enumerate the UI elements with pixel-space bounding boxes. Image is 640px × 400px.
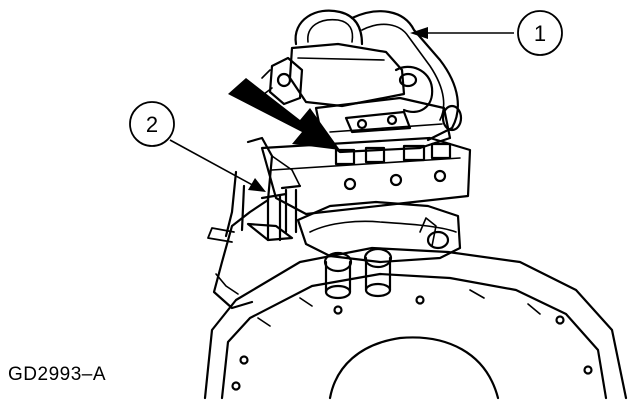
callout-2: 2 <box>129 101 266 192</box>
filter-housing <box>261 42 406 108</box>
figure-code: GD2993–A <box>8 364 107 385</box>
bolt-assembly <box>207 155 302 243</box>
case-wall <box>212 136 274 310</box>
direction-arrow <box>228 78 340 150</box>
oil-tube-assembly <box>294 9 463 142</box>
callout-1-label: 1 <box>534 21 546 46</box>
callout-1: 1 <box>410 10 563 56</box>
valve-body-lower <box>296 200 462 300</box>
callout-2-label: 2 <box>146 112 158 137</box>
transmission-case <box>203 246 628 400</box>
